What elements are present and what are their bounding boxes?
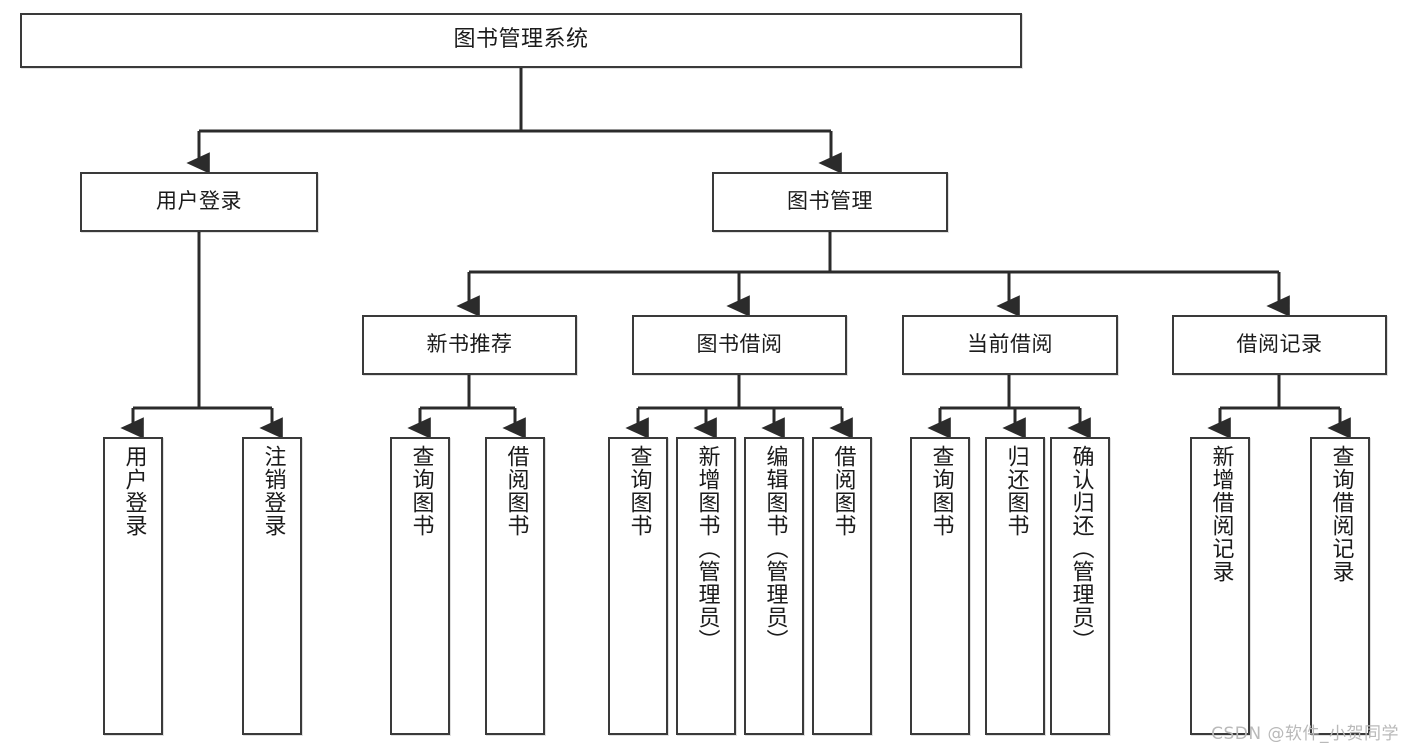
node-new-book-recommend[interactable]: 新书推荐 [362,315,577,375]
node-leaf-logout[interactable]: 注销登录 [242,437,302,735]
node-leaf-query-book-3[interactable]: 查询图书 [910,437,970,735]
node-leaf-edit-book-label: 编辑图书（管理员） [762,445,788,652]
node-leaf-confirm-return[interactable]: 确认归还（管理员） [1050,437,1110,735]
node-leaf-add-book-label: 新增图书（管理员） [694,445,720,652]
node-current-borrow[interactable]: 当前借阅 [902,315,1118,375]
node-leaf-query-book-1-label: 查询图书 [408,445,434,537]
node-leaf-query-book-1[interactable]: 查询图书 [390,437,450,735]
node-new-book-recommend-label: 新书推荐 [426,332,513,357]
node-leaf-add-book[interactable]: 新增图书（管理员） [676,437,736,735]
node-book-borrow[interactable]: 图书借阅 [632,315,847,375]
node-leaf-add-record[interactable]: 新增借阅记录 [1190,437,1250,735]
node-leaf-query-record-label: 查询借阅记录 [1328,445,1354,583]
node-leaf-borrow-book-1[interactable]: 借阅图书 [485,437,545,735]
node-leaf-borrow-book-1-label: 借阅图书 [503,445,529,537]
node-root-system[interactable]: 图书管理系统 [20,13,1022,68]
node-leaf-confirm-return-label: 确认归还（管理员） [1068,445,1094,652]
node-leaf-user-login[interactable]: 用户登录 [103,437,163,735]
node-leaf-query-book-2[interactable]: 查询图书 [608,437,668,735]
node-leaf-return-book[interactable]: 归还图书 [985,437,1045,735]
node-user-login[interactable]: 用户登录 [80,172,318,232]
node-book-manage-label: 图书管理 [787,189,873,214]
node-borrow-record-label: 借阅记录 [1236,332,1323,357]
node-leaf-add-record-label: 新增借阅记录 [1208,445,1234,583]
node-root-system-label: 图书管理系统 [453,27,589,53]
node-book-borrow-label: 图书借阅 [696,332,783,357]
node-leaf-edit-book[interactable]: 编辑图书（管理员） [744,437,804,735]
node-leaf-logout-label: 注销登录 [260,445,286,537]
node-leaf-return-book-label: 归还图书 [1003,445,1029,537]
node-leaf-borrow-book-2-label: 借阅图书 [830,445,856,537]
node-leaf-query-book-2-label: 查询图书 [626,445,652,537]
node-leaf-query-record[interactable]: 查询借阅记录 [1310,437,1370,735]
node-leaf-query-book-3-label: 查询图书 [928,445,954,537]
node-current-borrow-label: 当前借阅 [967,332,1053,357]
csdn-watermark: CSDN @软件_小贺同学 [1211,724,1399,744]
node-borrow-record[interactable]: 借阅记录 [1172,315,1387,375]
node-leaf-user-login-label: 用户登录 [121,445,147,537]
node-user-login-label: 用户登录 [156,189,242,214]
node-leaf-borrow-book-2[interactable]: 借阅图书 [812,437,872,735]
node-book-manage[interactable]: 图书管理 [712,172,948,232]
